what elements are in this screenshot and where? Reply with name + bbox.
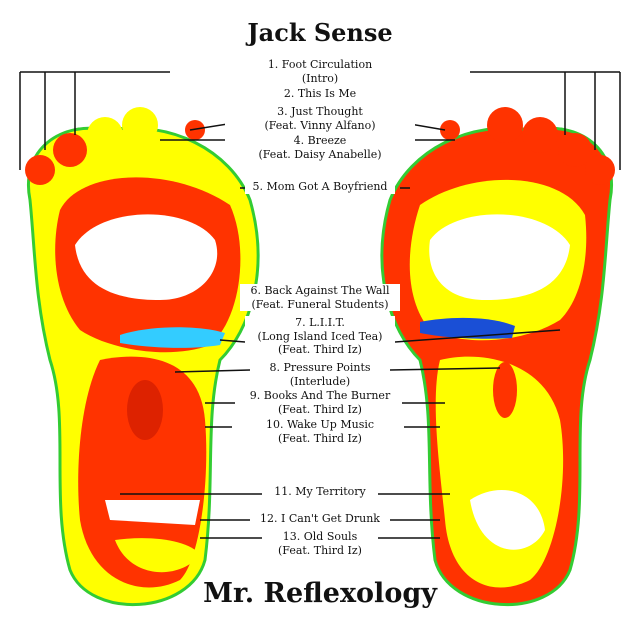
track-10: 10. Wake Up Music(Feat. Third Iz) — [250, 418, 390, 445]
track-title: 3. Just Thought — [277, 105, 363, 118]
album-title: Mr. Reflexology — [203, 578, 437, 609]
track-title: 5. Mom Got A Boyfriend — [252, 180, 388, 193]
track-7: 7. L.I.I.T.(Long Island Iced Tea)(Feat. … — [245, 316, 395, 357]
track-subtitle: (Feat. Daisy Anabelle) — [258, 147, 382, 161]
track-1: 1. Foot Circulation(Intro) — [170, 58, 470, 85]
track-12: 12. I Can't Get Drunk — [250, 512, 390, 526]
track-subtitle: (Feat. Third Iz) — [278, 543, 362, 557]
track-8: 8. Pressure Points(Interlude) — [250, 361, 390, 388]
track-9: 9. Books And The Burner(Feat. Third Iz) — [238, 389, 402, 416]
track-subtitle: (Intro) — [301, 71, 339, 85]
track-title: 10. Wake Up Music — [265, 418, 375, 431]
track-13: 13. Old Souls(Feat. Third Iz) — [262, 530, 378, 557]
track-title: 2. This Is Me — [283, 87, 357, 100]
track-2: 2. This Is Me — [170, 87, 470, 101]
track-4: 4. Breeze(Feat. Daisy Anabelle) — [225, 134, 415, 161]
track-title: 12. I Can't Get Drunk — [260, 512, 380, 525]
track-3: 3. Just Thought(Feat. Vinny Alfano) — [225, 105, 415, 132]
track-title: 7. L.I.I.T. — [295, 316, 345, 329]
track-11: 11. My Territory — [262, 485, 378, 499]
left-foot — [25, 107, 260, 607]
track-6: 6. Back Against The Wall(Feat. Funeral S… — [240, 284, 400, 311]
track-subtitle: (Long Island Iced Tea) — [257, 329, 383, 343]
track-title: 11. My Territory — [274, 485, 366, 498]
track-title: 13. Old Souls — [282, 530, 358, 543]
track-subtitle: (Feat. Third Iz) — [278, 402, 362, 416]
artist-name: Jack Sense — [247, 18, 393, 47]
track-subtitle: (Feat. Third Iz) — [278, 431, 362, 445]
track-5: 5. Mom Got A Boyfriend — [245, 180, 395, 194]
track-title: 9. Books And The Burner — [249, 389, 391, 402]
track-title: 8. Pressure Points — [269, 361, 371, 374]
right-foot — [380, 107, 615, 607]
track-title: 1. Foot Circulation — [267, 58, 373, 71]
track-subtitle: (Feat. Third Iz) — [278, 343, 362, 356]
track-subtitle: (Feat. Vinny Alfano) — [264, 118, 376, 132]
track-subtitle: (Interlude) — [289, 374, 351, 388]
track-subtitle: (Feat. Funeral Students) — [251, 297, 389, 311]
track-title: 4. Breeze — [293, 134, 347, 147]
track-title: 6. Back Against The Wall — [250, 284, 390, 297]
